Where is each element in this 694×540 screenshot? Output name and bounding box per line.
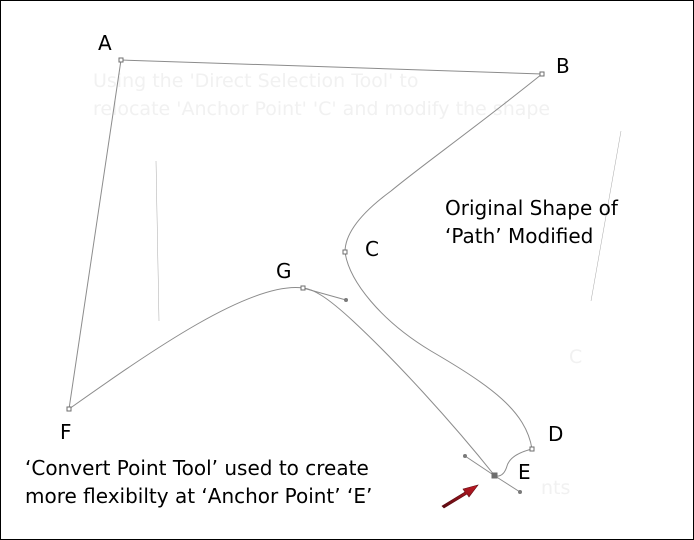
direction-handles (302, 287, 521, 493)
anchor-point-c (342, 249, 348, 255)
red-arrow-icon (441, 484, 479, 509)
shape-note-line-1: Original Shape of (445, 196, 618, 220)
faded-guide-lines (155, 130, 622, 322)
label-e: E (518, 460, 531, 484)
segment-d-e (494, 448, 533, 477)
segment-e-g (302, 287, 496, 477)
anchor-point-b (539, 71, 545, 77)
faded-guide-line (155, 160, 160, 322)
anchor-point-f (66, 406, 72, 412)
convert-note-line-2: more flexibilty at ‘Anchor Point’ ‘E’ (25, 484, 373, 508)
faded-guide-line (590, 130, 622, 302)
convert-note-line-1: ‘Convert Point Tool’ used to create (25, 456, 369, 480)
faded-instruction-line-1: Using the 'Direct Selection Tool' to (93, 70, 419, 92)
anchor-point-g (300, 285, 306, 291)
anchor-point-a (118, 57, 124, 63)
segment-g-f (68, 287, 304, 410)
label-d: D (548, 422, 564, 446)
label-b: B (556, 54, 570, 78)
handle-e-out-point (518, 490, 522, 494)
segment-c-d (344, 251, 533, 450)
segment-a-b (120, 59, 543, 75)
handle-g-line (302, 287, 347, 301)
handle-g-point (344, 298, 348, 302)
segment-b-c (344, 73, 543, 253)
label-g: G (276, 259, 292, 283)
shape-note-line-2: ‘Path’ Modified (445, 224, 594, 248)
faded-text-fragment: nts (541, 477, 571, 499)
label-f: F (60, 420, 72, 444)
segment-f-a (68, 59, 122, 410)
handle-endpoints (344, 298, 522, 494)
handle-e-in-point (463, 454, 467, 458)
faded-instruction-line-2: relocate 'Anchor Point' 'C' and modify t… (93, 98, 551, 120)
anchor-point-e-selected (491, 472, 498, 479)
label-a: A (98, 31, 112, 55)
label-c: C (365, 237, 379, 261)
anchor-point-d (529, 446, 535, 452)
handle-e-in-line (464, 455, 496, 477)
faded-letter-c: C (569, 346, 583, 368)
anchor-points (66, 57, 545, 452)
handle-e-out-line (494, 475, 521, 493)
